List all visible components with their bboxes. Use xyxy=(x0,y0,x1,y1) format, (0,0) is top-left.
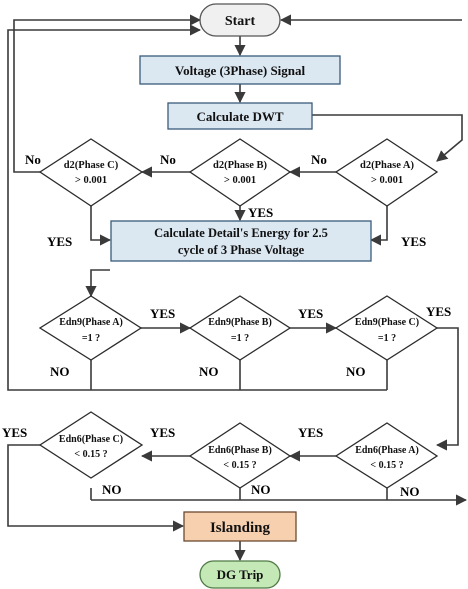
label-d2b-no: No xyxy=(160,152,176,167)
d2-phase-c-line2: > 0.001 xyxy=(75,175,107,186)
edn9-phase-a-node: Edn9(Phase A) =1 ? xyxy=(38,295,143,361)
edn9-phase-c-line2: =1 ? xyxy=(378,333,396,344)
label-d2c-no: No xyxy=(25,152,41,167)
edn6-phase-a-line2: < 0.15 ? xyxy=(370,460,403,471)
label-d2a-no: No xyxy=(311,152,327,167)
edn6-phase-b-shape xyxy=(188,422,292,489)
label-edn9b-no: NO xyxy=(199,364,219,379)
dwt-node: Calculate DWT xyxy=(167,102,313,130)
connectors xyxy=(7,14,468,562)
energy-line2: cycle of 3 Phase Voltage xyxy=(178,243,305,257)
edn9-phase-a-shape xyxy=(38,295,143,361)
label-edn6b-no: NO xyxy=(251,482,271,497)
edn9-phase-b-line2: =1 ? xyxy=(231,333,249,344)
voltage-shape xyxy=(139,55,341,85)
arrow-d2c-yes xyxy=(90,206,112,246)
label-edn6b-yes: YES xyxy=(150,425,175,440)
dg-trip-label: DG Trip xyxy=(217,567,264,582)
edn9-phase-b-shape xyxy=(188,295,292,361)
arrow-d2a-yes xyxy=(369,206,388,246)
d2-phase-b-node: d2(Phase B) > 0.001 xyxy=(188,138,292,207)
label-edn9a-no: NO xyxy=(50,364,70,379)
d2-phase-a-node: d2(Phase A) > 0.001 xyxy=(334,138,439,207)
energy-shape xyxy=(110,220,372,262)
edn9-phase-a-line1: Edn9(Phase A) xyxy=(59,317,123,328)
branch-labels: No No No YES YES YES YES YES YES NO NO N… xyxy=(2,152,451,499)
voltage-node: Voltage (3Phase) Signal xyxy=(139,55,341,85)
dg-trip-node: DG Trip xyxy=(199,560,281,589)
label-edn9a-yes: YES xyxy=(150,306,175,321)
islanding-label: Islanding xyxy=(210,520,271,536)
edn9-phase-c-shape xyxy=(334,295,439,361)
edn9-phase-a-line2: =1 ? xyxy=(82,333,100,344)
label-d2c-yes: YES xyxy=(47,234,72,249)
d2-phase-a-line1: d2(Phase A) xyxy=(360,160,414,171)
d2-phase-b-line1: d2(Phase B) xyxy=(213,160,267,171)
label-edn6c-yes: YES xyxy=(2,425,27,440)
arrow-d2c-no-loop xyxy=(13,14,202,173)
edn6-phase-a-line1: Edn6(Phase A) xyxy=(355,445,419,456)
d2-phase-b-line2: > 0.001 xyxy=(224,175,256,186)
label-edn6a-yes: YES xyxy=(298,425,323,440)
edn6-phase-b-node: Edn6(Phase B) < 0.15 ? xyxy=(188,422,292,489)
edn9-phase-b-node: Edn9(Phase B) =1 ? xyxy=(188,295,292,361)
label-d2b-yes: YES xyxy=(248,205,273,220)
label-edn6c-no: NO xyxy=(102,482,122,497)
d2-phase-c-shape xyxy=(38,138,144,207)
edn6-phase-b-line2: < 0.15 ? xyxy=(223,460,256,471)
edn9-phase-c-line1: Edn9(Phase C) xyxy=(355,317,419,328)
arrow-edn9c-yes xyxy=(435,327,459,451)
arrow-energy-to-edn9a xyxy=(85,269,110,298)
start-label: Start xyxy=(225,14,256,29)
islanding-shape xyxy=(183,511,297,542)
label-edn6a-no: NO xyxy=(400,484,420,499)
label-d2a-yes: YES xyxy=(401,234,426,249)
d2-phase-a-shape xyxy=(334,138,439,207)
d2-phase-b-shape xyxy=(188,138,292,207)
start-node: Start xyxy=(199,3,281,37)
edn6-phase-c-line1: Edn6(Phase C) xyxy=(59,434,123,445)
islanding-node: Islanding xyxy=(183,511,297,542)
edn9-phase-b-line1: Edn9(Phase B) xyxy=(208,317,272,328)
label-edn9c-no: NO xyxy=(346,364,366,379)
edn6-phase-a-shape xyxy=(334,422,439,489)
d2-phase-a-line2: > 0.001 xyxy=(371,175,403,186)
d2-phase-c-line1: d2(Phase C) xyxy=(64,160,119,171)
energy-node: Calculate Detail's Energy for 2.5 cycle … xyxy=(110,220,372,262)
arrow-dwt-to-d2a xyxy=(312,114,463,162)
dg-trip-shape xyxy=(199,560,281,589)
arrow-edn9-no-loop xyxy=(7,24,387,391)
energy-line1: Calculate Detail's Energy for 2.5 xyxy=(154,226,328,240)
edn9-phase-c-node: Edn9(Phase C) =1 ? xyxy=(334,295,439,361)
edn6-phase-c-line2: < 0.15 ? xyxy=(74,449,107,460)
edn6-phase-c-node: Edn6(Phase C) < 0.15 ? xyxy=(38,411,144,479)
voltage-label: Voltage (3Phase) Signal xyxy=(175,63,306,78)
edn6-phase-c-shape xyxy=(38,411,144,479)
dwt-label: Calculate DWT xyxy=(196,109,283,124)
start-shape xyxy=(199,3,281,37)
label-edn9b-yes: YES xyxy=(298,306,323,321)
dwt-shape xyxy=(167,102,313,130)
label-edn9c-yes: YES xyxy=(426,304,451,319)
edn6-phase-a-node: Edn6(Phase A) < 0.15 ? xyxy=(334,422,439,489)
edn6-phase-b-line1: Edn6(Phase B) xyxy=(208,445,272,456)
d2-phase-c-node: d2(Phase C) > 0.001 xyxy=(38,138,144,207)
arrow-edn6c-yes xyxy=(7,444,185,532)
